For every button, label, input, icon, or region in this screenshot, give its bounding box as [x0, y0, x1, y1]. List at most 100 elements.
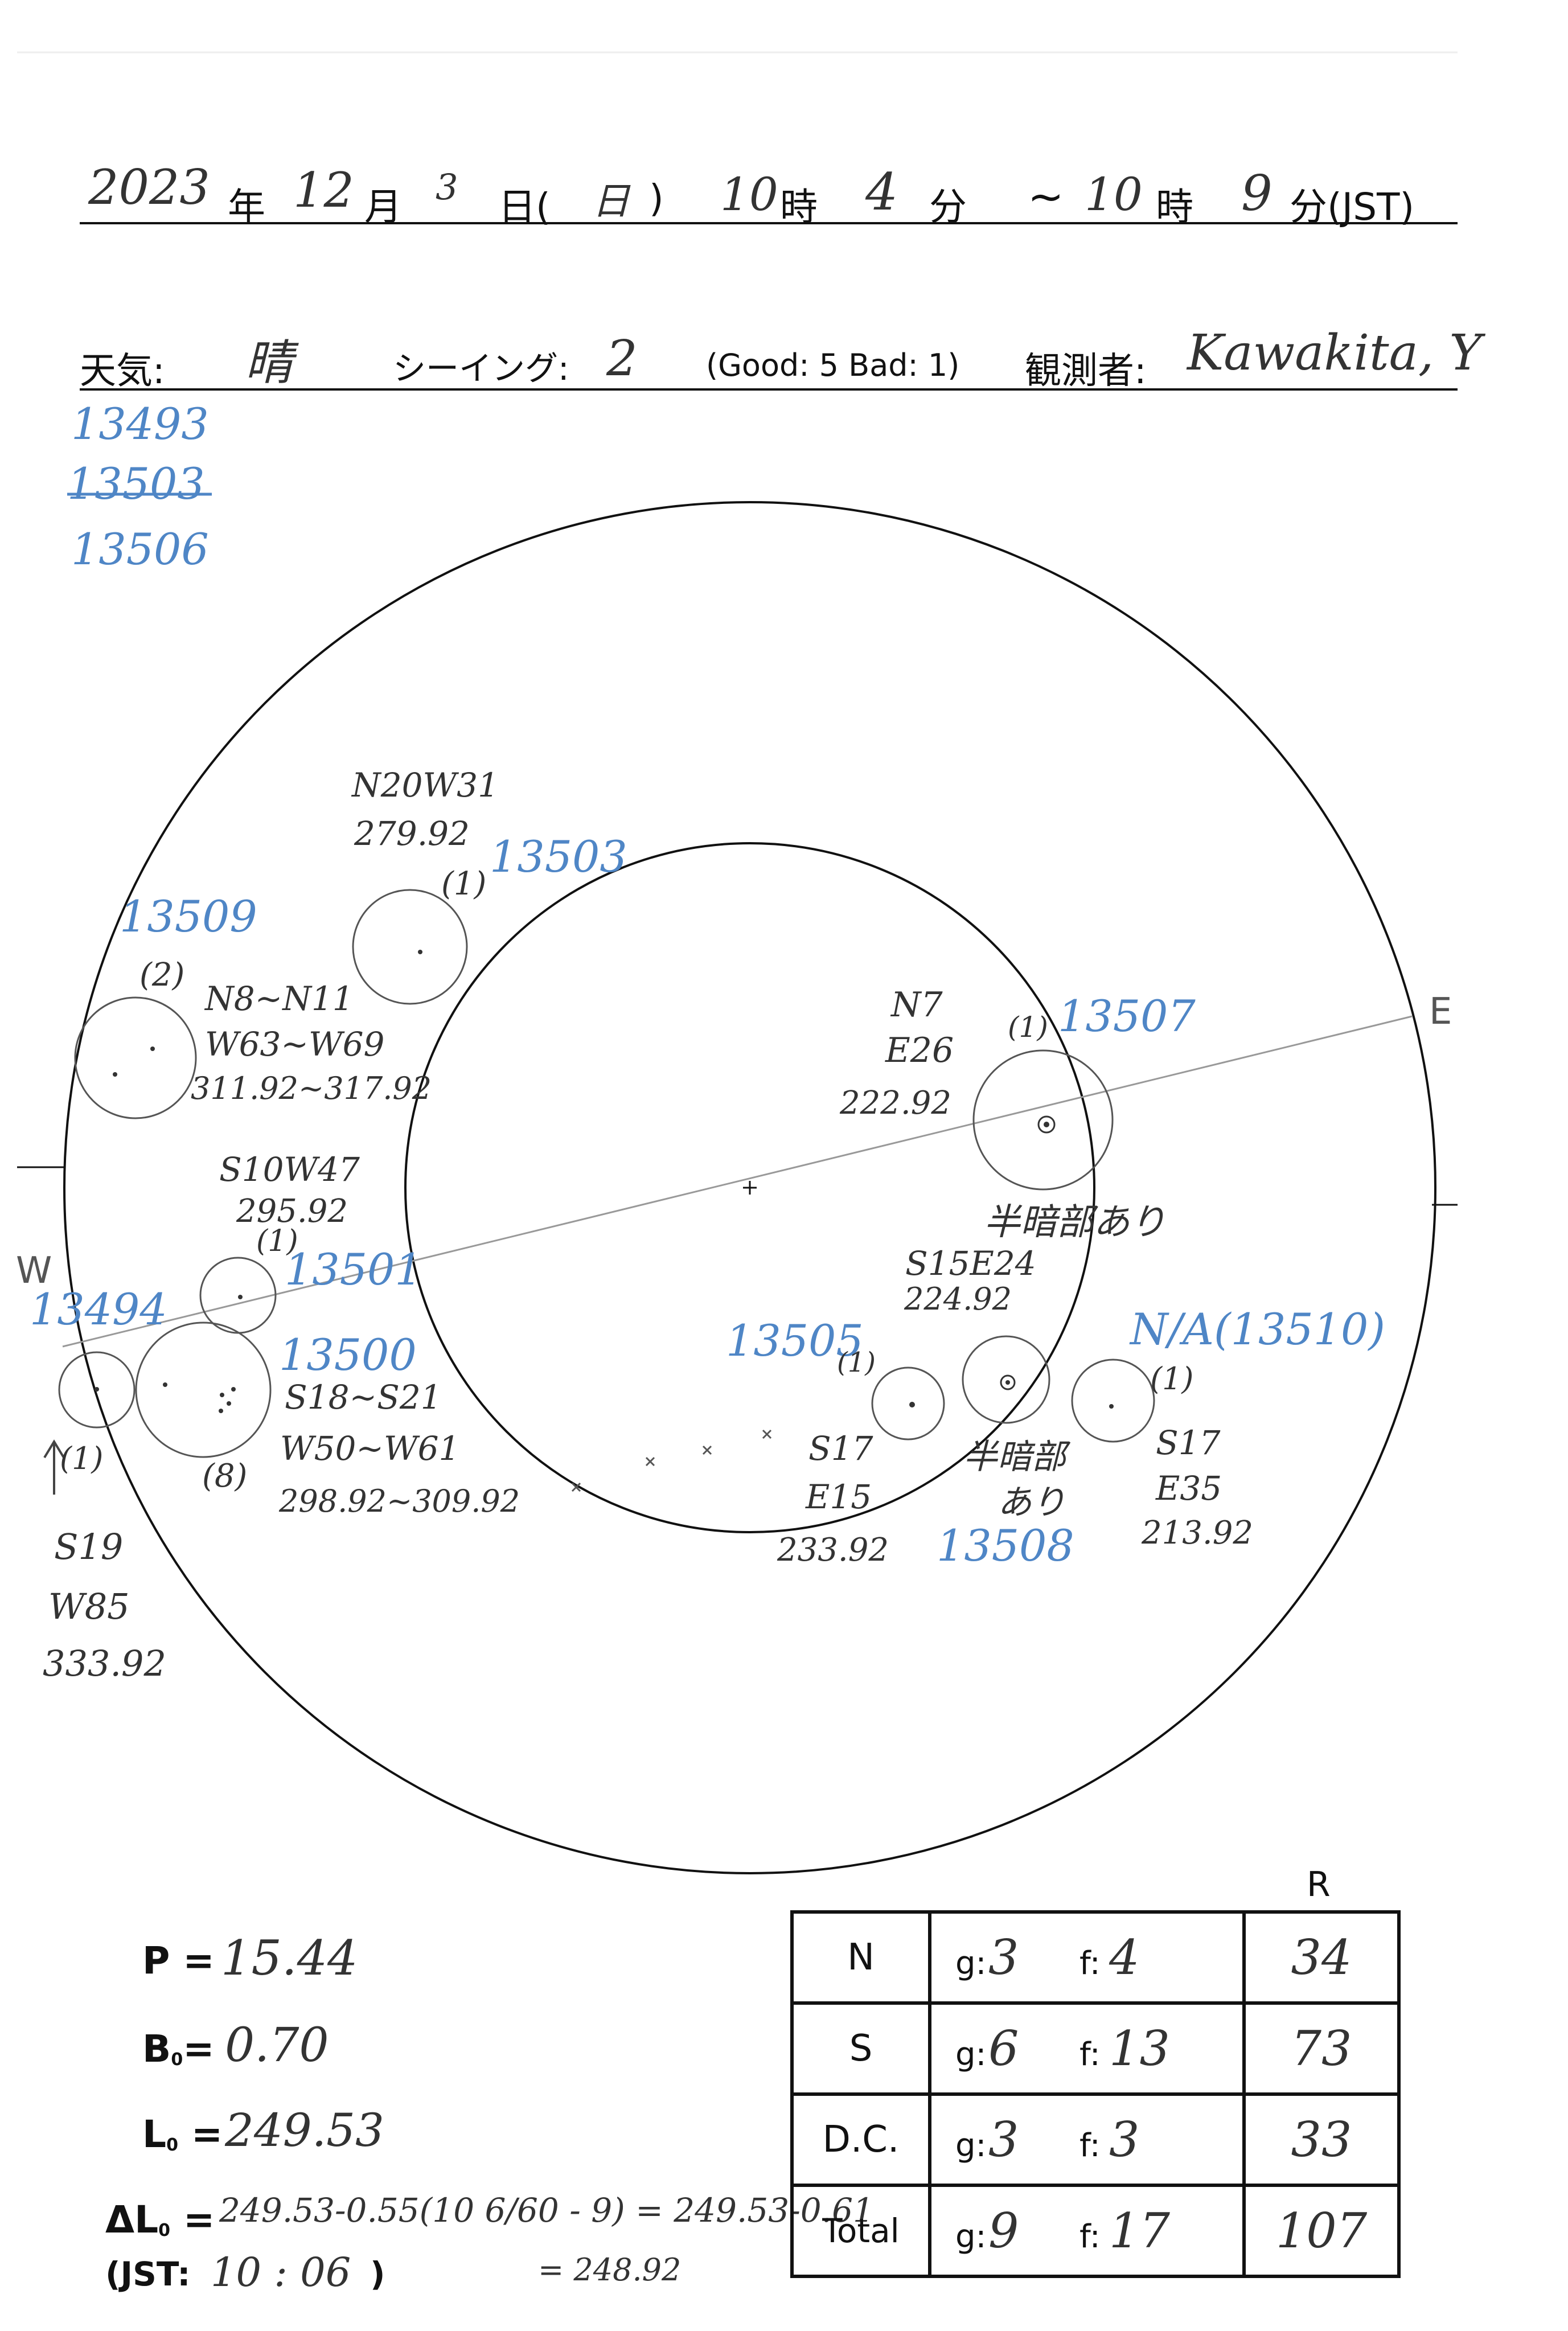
start-min-value: 4	[865, 162, 898, 222]
coords-13501: S10W47	[219, 1150, 360, 1189]
g-key: g:	[955, 1945, 987, 1982]
spot-dot-13505	[909, 1402, 915, 1407]
spot-circle-13510	[1071, 1359, 1155, 1443]
seeing-label: シーイング:	[393, 349, 569, 388]
region-list-item-struck: 13503	[67, 458, 205, 509]
seeing-value: 2	[606, 330, 638, 387]
spot-circle-13500	[135, 1322, 272, 1458]
g-value: 9	[988, 2203, 1019, 2259]
lat-13494: S19	[54, 1526, 124, 1567]
count-13509: (2)	[139, 957, 185, 994]
spot-dot-13500b	[220, 1393, 224, 1397]
number-13503: 13503	[490, 831, 627, 882]
center-cross	[743, 1181, 757, 1195]
spot-dot-13503	[418, 950, 422, 954]
r-value: 33	[1291, 2112, 1352, 2168]
g-value: 3	[988, 1930, 1019, 1985]
r-cell: 107	[1242, 2184, 1401, 2278]
lat-13507: N7	[891, 985, 943, 1025]
start-min-unit: 分	[929, 185, 967, 229]
carrington-13501: 295.92	[236, 1193, 348, 1230]
number-13501: 13501	[285, 1244, 422, 1295]
r-value: 73	[1291, 2021, 1352, 2076]
jst-label: (JST:	[105, 2255, 191, 2293]
spot-dot-13509b	[113, 1072, 117, 1077]
lon-13500: W50~W61	[280, 1429, 460, 1468]
tilde-sep: ~	[1028, 171, 1064, 221]
lat-13510: S17	[1156, 1423, 1221, 1462]
note-13508-line1: 半暗部	[963, 1437, 1066, 1477]
jst-value: 10 : 06	[211, 2249, 351, 2296]
carrington-13508: 224.92	[904, 1281, 1012, 1317]
spot-dot-13494	[95, 1387, 99, 1392]
header-rule	[80, 222, 1458, 224]
number-13494: 13494	[30, 1284, 167, 1335]
delta-l0-result: = 248.92	[538, 2252, 682, 2288]
start-hour-unit: 時	[780, 185, 818, 229]
b0-label: B0=	[142, 2027, 215, 2071]
observer-label: 観測者:	[1025, 350, 1147, 392]
carrington-13509: 311.92~317.92	[191, 1070, 432, 1106]
spot-circle-13503	[352, 889, 468, 1005]
spot-circle-13494	[58, 1351, 136, 1429]
carrington-13505: 233.92	[777, 1532, 889, 1569]
equator-line	[62, 1015, 1413, 1348]
track-x-mark	[762, 1429, 772, 1439]
g-key: g:	[955, 2127, 987, 2164]
number-13507: 13507	[1058, 991, 1196, 1041]
g-key: g:	[955, 2036, 987, 2073]
row-label: D.C.	[790, 2092, 931, 2187]
east-label: E	[1429, 991, 1452, 1033]
f-value: 17	[1109, 2203, 1170, 2259]
outer-disk-circle	[63, 501, 1436, 1874]
f-key: f:	[1079, 2218, 1101, 2255]
spot-dot-13509a	[150, 1047, 155, 1051]
delta-l0-label: ΔL0 =	[105, 2198, 215, 2242]
spot-dot-13507	[1044, 1122, 1049, 1127]
b0-value: 0.70	[225, 2018, 329, 2073]
count-13500: (8)	[202, 1458, 248, 1495]
f-value: 13	[1109, 2021, 1170, 2076]
spot-circle-13507	[972, 1049, 1114, 1191]
track-x-mark	[571, 1482, 581, 1492]
delta-l0-formula: 249.53-0.55(10 6/60 - 9) = 249.53-0.61	[219, 2191, 874, 2230]
r-cell: 73	[1242, 2001, 1401, 2096]
number-13505: 13505	[726, 1315, 864, 1366]
f-value: 3	[1109, 2112, 1140, 2168]
r-cell: 34	[1242, 1910, 1401, 2005]
weather-value: 晴	[245, 335, 293, 391]
number-13508: 13508	[937, 1520, 1074, 1571]
l0-label: L0 =	[142, 2112, 223, 2156]
f-key: f:	[1079, 2036, 1101, 2073]
end-hour-value: 10	[1085, 168, 1143, 221]
weekday-close: )	[649, 177, 664, 220]
weekday-value: 日	[592, 179, 630, 223]
row-label: Total	[790, 2184, 931, 2278]
inner-disk-circle	[404, 842, 1095, 1533]
spot-circle-13509	[74, 996, 197, 1119]
coords-13503: N20W31	[352, 766, 499, 805]
spot-dot-13500a	[163, 1382, 167, 1387]
lat-13500: S18~S21	[285, 1378, 442, 1417]
note-13507: 半暗部あり	[984, 1201, 1166, 1244]
region-list-item: 13493	[71, 399, 209, 449]
day-value: 3	[436, 166, 458, 208]
note-13508-line2: あり	[998, 1483, 1066, 1522]
count-13507: (1)	[1008, 1011, 1048, 1044]
count-13505: (1)	[837, 1347, 876, 1378]
count-13510: (1)	[1150, 1361, 1194, 1397]
number-13509: 13509	[120, 891, 257, 942]
r-column-header: R	[1307, 1865, 1331, 1905]
row-label: S	[790, 2001, 931, 2096]
month-value: 12	[293, 162, 354, 218]
